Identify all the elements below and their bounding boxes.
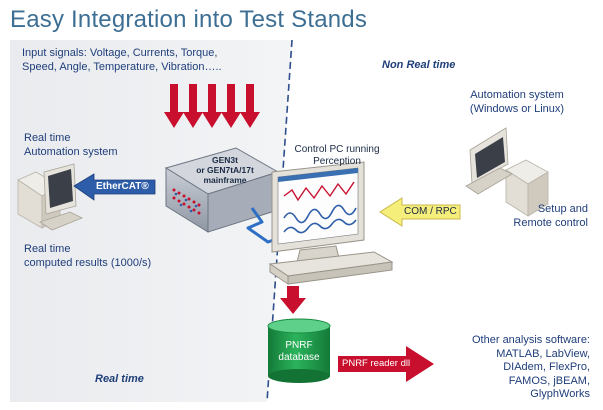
real-time-label: Real time <box>95 373 144 385</box>
automation-pc-icon <box>465 127 549 217</box>
signal-arrows <box>164 84 260 128</box>
realtime-automation-label: Real time Automation system <box>24 132 118 158</box>
signal-arrow <box>202 84 222 128</box>
com-rpc-label: COM / RPC <box>404 206 457 217</box>
mainframe-label: GEN3t or GEN7tA/17t mainframe <box>196 155 254 185</box>
non-real-time-label: Non Real time <box>382 59 456 71</box>
pnrf-database-label: PNRF database <box>278 340 320 363</box>
storage-arrow <box>280 286 306 314</box>
ethercat-label: EtherCAT® <box>96 181 149 192</box>
pnrf-reader-label: PNRF reader dll <box>342 358 411 369</box>
other-software-label: Other analysis software: MATLAB, LabView… <box>472 334 590 400</box>
realtime-results-label: Real time computed results (1000/s) <box>24 243 152 269</box>
mainframe-device <box>164 147 280 233</box>
setup-remote-label: Setup and Remote control <box>513 203 588 229</box>
pnrf-database-icon <box>267 318 331 383</box>
automation-system-label: Automation system (Windows or Linux) <box>469 89 565 115</box>
real-time-panel <box>10 40 292 402</box>
signal-arrow <box>221 84 241 128</box>
pnrf-reader-arrow <box>338 346 434 382</box>
page-title: Easy Integration into Test Stands <box>10 6 368 33</box>
signal-arrow <box>164 84 184 128</box>
signal-arrow <box>183 84 203 128</box>
signal-arrow <box>240 84 260 128</box>
realtime-pc-icon <box>17 163 83 231</box>
com-rpc-arrow <box>379 197 461 227</box>
input-signals-label: Input signals: Voltage, Currents, Torque… <box>22 47 222 73</box>
control-pc-label: Control PC running Perception <box>294 144 380 167</box>
control-pc-monitor <box>268 161 394 285</box>
ethercat-arrow <box>73 173 156 201</box>
